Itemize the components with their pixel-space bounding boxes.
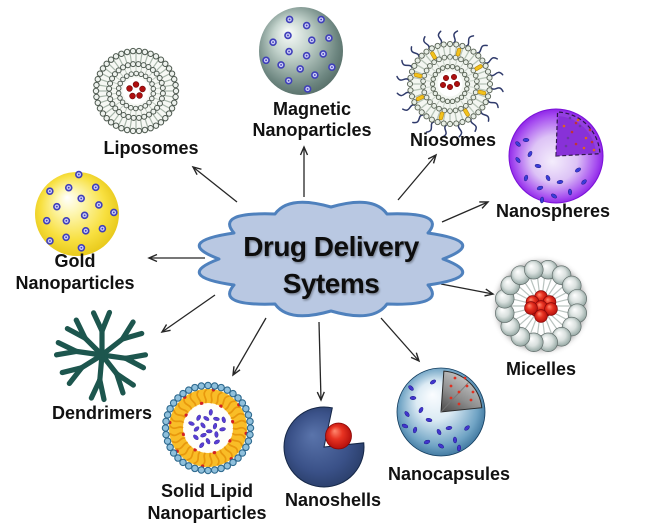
niosomes-illustration <box>396 30 504 138</box>
nanoshells-illustration <box>283 406 365 488</box>
label-gold-2: Nanoparticles <box>15 273 134 293</box>
label-dendrimers: Dendrimers <box>52 403 152 423</box>
label-solid-lipid-1: Solid Lipid <box>161 481 253 501</box>
arrow-group <box>147 145 495 402</box>
label-micelles: Micelles <box>506 359 576 379</box>
label-magnetic-2: Nanoparticles <box>252 120 371 140</box>
label-solid-lipid-2: Nanoparticles <box>147 503 266 523</box>
gold-nanoparticles-illustration <box>35 170 119 256</box>
arrow-to-solid-lipid <box>232 317 267 377</box>
cloud-shape <box>197 200 465 318</box>
label-nanoshells: Nanoshells <box>285 490 381 510</box>
nanospheres-illustration <box>508 108 604 204</box>
liposomes-illustration <box>92 47 180 135</box>
magnetic-nanoparticles-illustration <box>259 7 343 95</box>
label-liposomes: Liposomes <box>103 138 198 158</box>
label-nanospheres: Nanospheres <box>496 201 610 221</box>
micelles-illustration <box>495 260 587 352</box>
label-niosomes: Niosomes <box>410 130 496 150</box>
arrow-to-nanocapsules <box>380 317 421 363</box>
label-nanocapsules: Nanocapsules <box>388 464 510 484</box>
arrow-to-micelles <box>440 283 495 297</box>
arrow-to-liposomes <box>191 165 238 203</box>
arrow-to-nanospheres <box>441 201 490 223</box>
label-magnetic-1: Magnetic <box>273 99 351 119</box>
arrow-to-nanoshells <box>316 321 325 402</box>
arrow-to-dendrimers <box>160 294 216 333</box>
cloud-title-line2: Sytems <box>283 268 380 299</box>
label-gold-1: Gold <box>55 251 96 271</box>
arrow-to-niosomes <box>397 153 438 201</box>
cloud-title-line1: Drug Delivery <box>243 231 419 262</box>
central-cloud: Drug Delivery Sytems <box>197 200 465 318</box>
dendrimers-illustration <box>53 309 149 403</box>
nanocapsules-illustration <box>396 367 486 457</box>
solid-lipid-nanoparticles-illustration <box>161 381 255 475</box>
